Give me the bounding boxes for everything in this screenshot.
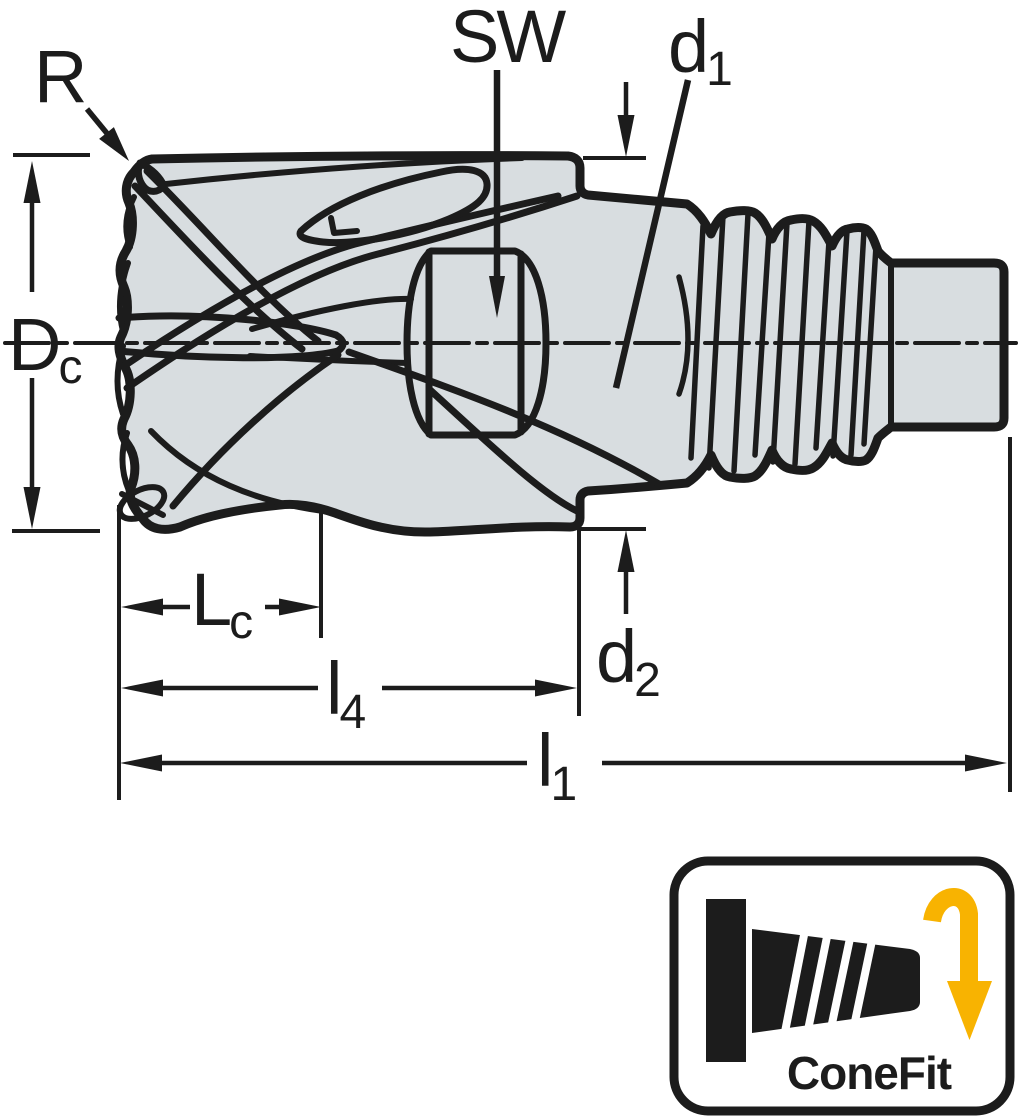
arrowhead [535, 679, 577, 697]
label-l1: l1 [537, 719, 577, 811]
arrowhead [617, 115, 635, 157]
dimension-annotations [12, 70, 1012, 800]
label-l4: l4 [326, 647, 366, 739]
label-wrench-size: SW [450, 0, 566, 78]
dimension-radius [84, 107, 129, 161]
label-dc: Dc [8, 303, 82, 394]
dimension-sw [489, 70, 505, 318]
dimension-labels: R SW d1 Dc Lc l4 d2 l1 [8, 0, 733, 811]
arrowhead [23, 487, 41, 529]
conefit-badge: ConeFit [669, 856, 1015, 1116]
dimension-l4 [121, 526, 581, 716]
dimension-lc [121, 505, 323, 638]
rotation-arrow-icon [923, 888, 992, 1040]
label-d1: d1 [668, 5, 733, 96]
end-mill-drawing [3, 151, 1018, 537]
dimension-d1 [612, 79, 692, 389]
label-radius: R [34, 35, 85, 118]
dimension-dc [12, 153, 100, 533]
label-d2: d2 [596, 615, 661, 707]
arrowhead [120, 754, 162, 772]
arrowhead [121, 598, 163, 616]
arrowhead [617, 530, 635, 572]
arrowhead [279, 598, 321, 616]
arrowhead [99, 127, 129, 161]
conefit-label: ConeFit [787, 1047, 952, 1099]
dimension-d2 [577, 82, 646, 614]
conefit-cone-icon [706, 899, 920, 1062]
arrowhead [965, 754, 1007, 772]
dimension-l1 [117, 437, 1012, 800]
label-lc: Lc [191, 558, 253, 649]
arrowhead [121, 679, 163, 697]
arrowhead [23, 161, 41, 203]
arrowhead [489, 276, 505, 318]
